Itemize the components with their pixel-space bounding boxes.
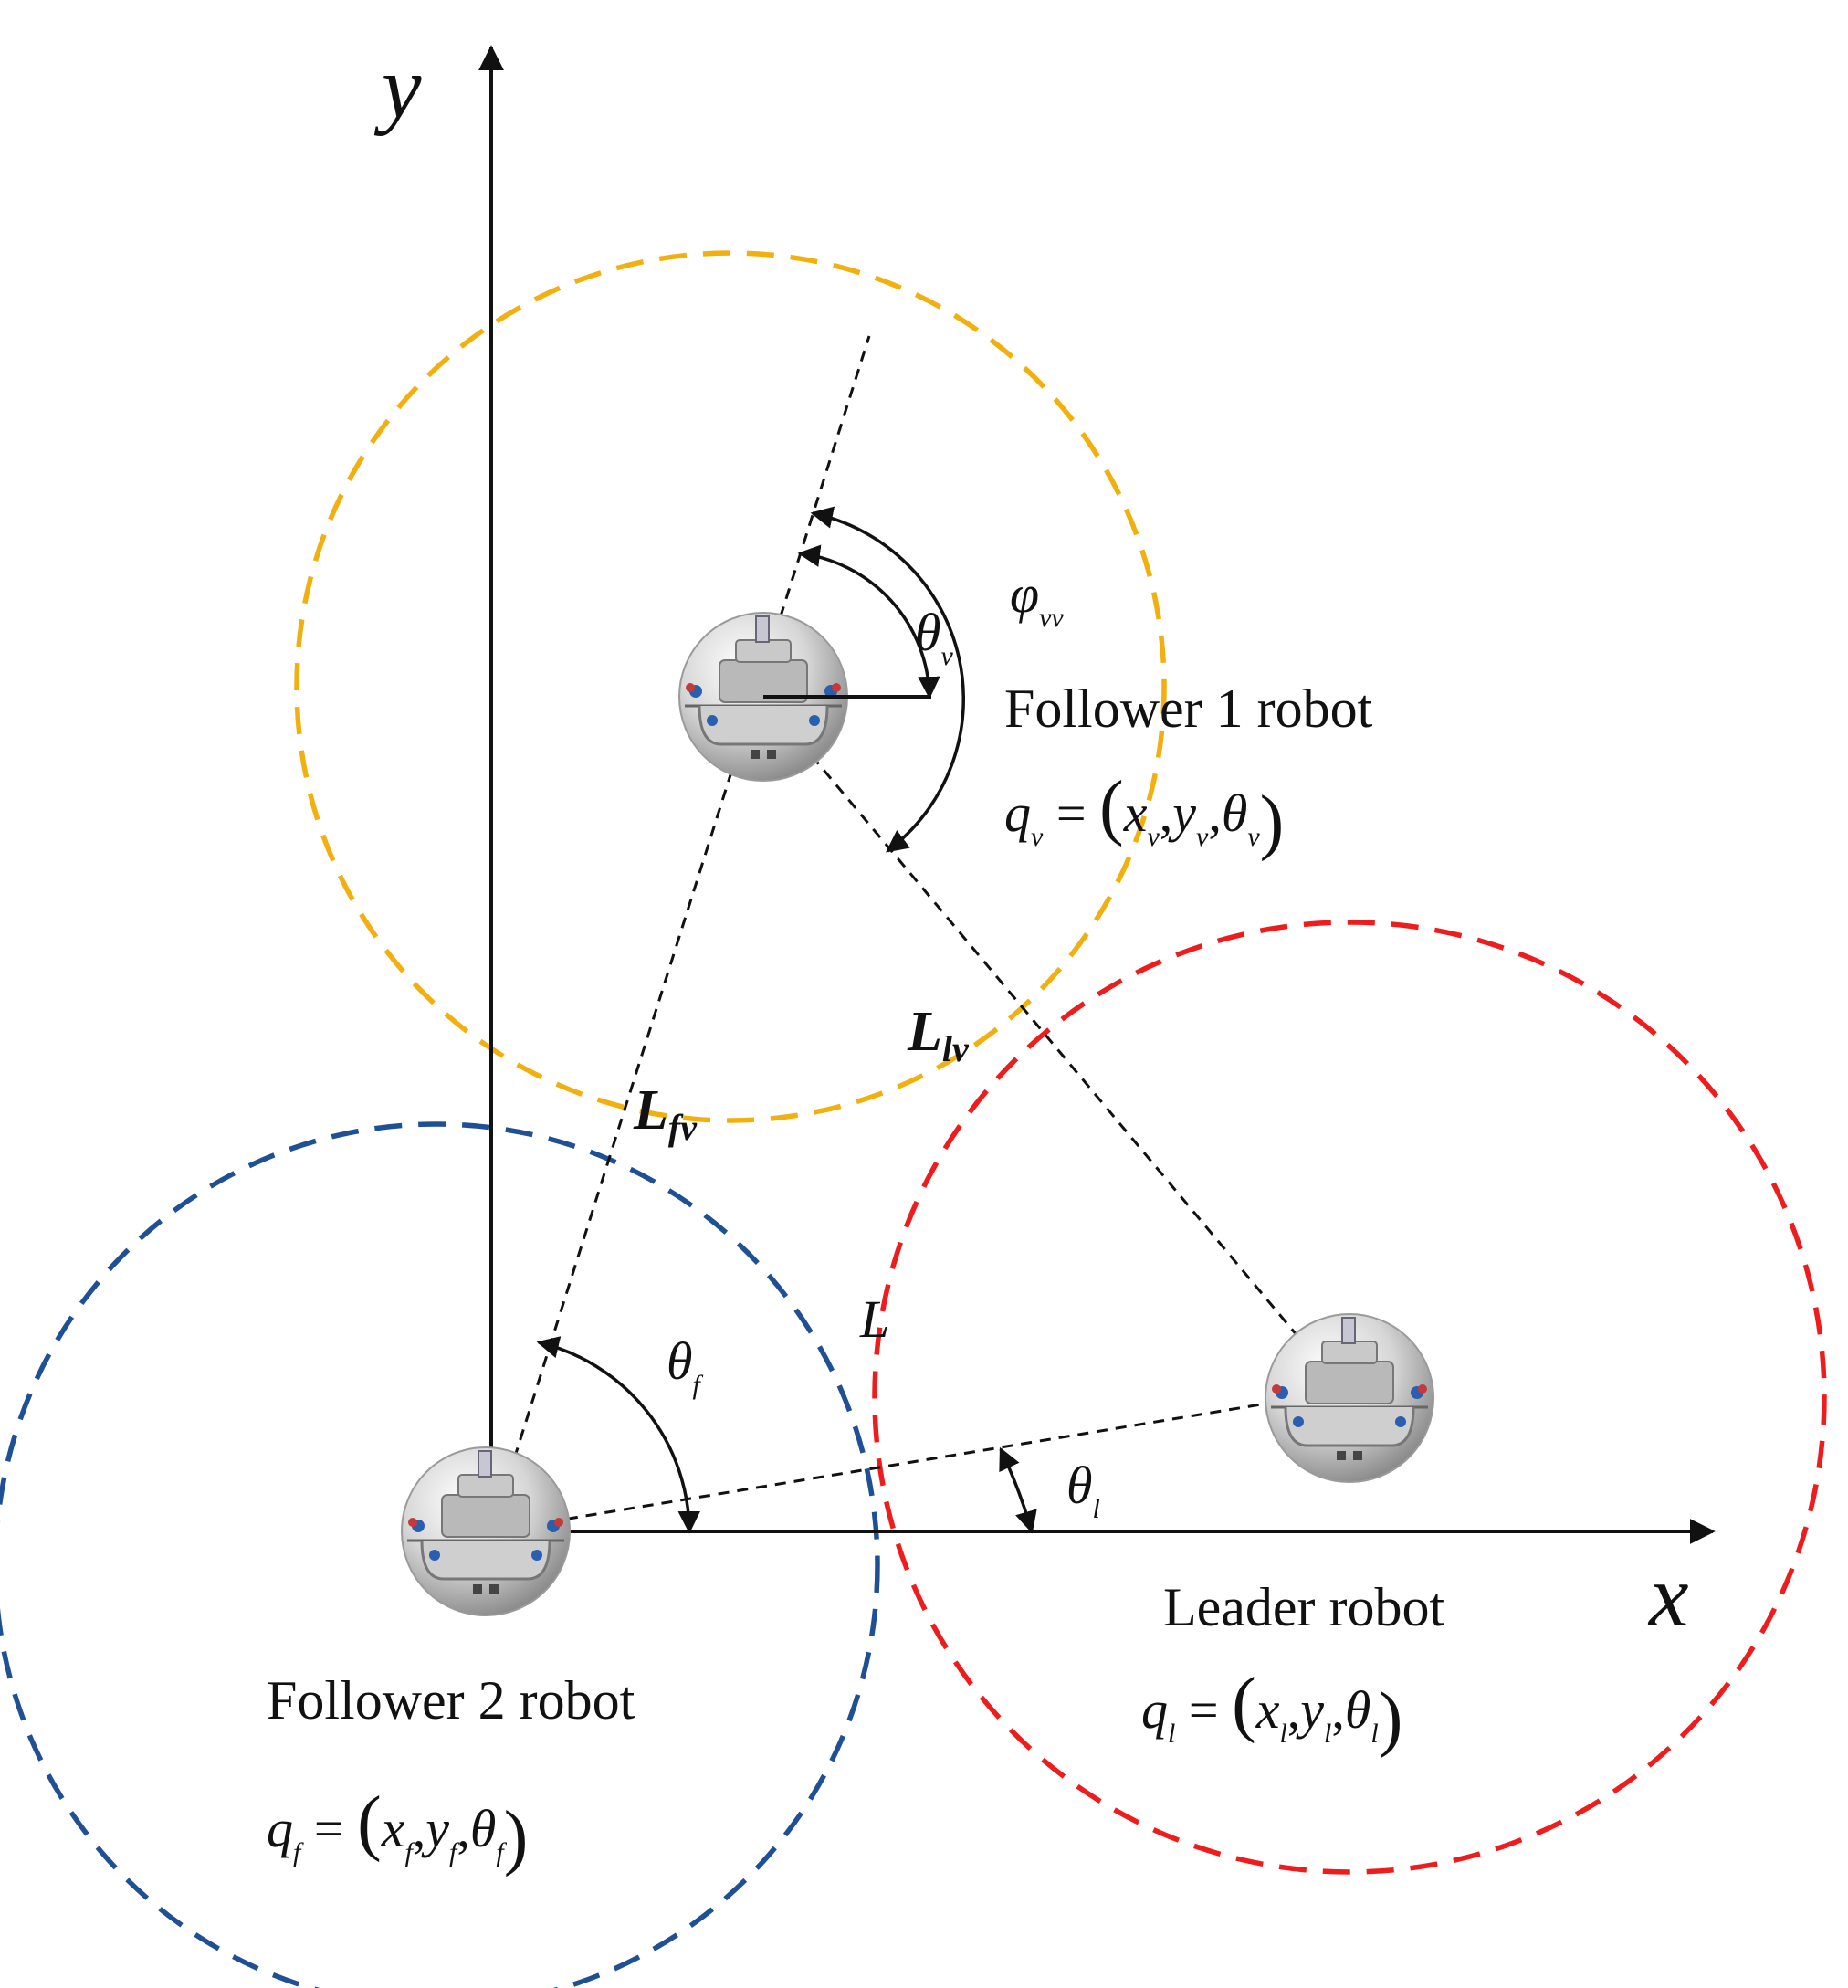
phi-vv-arc: [810, 506, 965, 853]
follower2-name: Follower 2 robot: [267, 1670, 635, 1730]
leader-state-equation: ql = (xl,yl,θl): [1141, 1664, 1402, 1759]
x-axis-label: x: [1647, 1547, 1689, 1646]
follower1-range-circle: [294, 250, 1167, 1123]
leader-range-circle: [872, 920, 1827, 1875]
follower1-state-equation: qv = (xv,yv,θv): [1004, 767, 1284, 862]
theta-f-label: θf: [667, 1331, 704, 1400]
follower2-range-circle: [0, 1121, 880, 1988]
y-axis-label: y: [373, 38, 422, 137]
L-lv-label: Llv: [907, 1001, 970, 1069]
L-fv-label: Lfv: [633, 1079, 698, 1148]
follower2-state-equation: qf = (xf,yf,θf): [267, 1783, 528, 1878]
theta-f-arc: [536, 1336, 701, 1534]
theta-l-label: θl: [1066, 1456, 1100, 1524]
follower1-name: Follower 1 robot: [1004, 678, 1373, 739]
theta-l-arc: [999, 1446, 1037, 1534]
leader-robot-icon: [1264, 1312, 1435, 1484]
state-equation-text: ql = (xl,yl,θl): [1141, 1664, 1402, 1759]
leader-name: Leader robot: [1163, 1577, 1445, 1637]
state-equation-text: qv = (xv,yv,θv): [1004, 767, 1284, 862]
follower2-robot-icon: [400, 1446, 572, 1617]
state-equation-text: qf = (xf,yf,θf): [267, 1783, 528, 1878]
line-follower2-to-follower1: [489, 335, 871, 1532]
phi-vv-label: φvv: [1010, 564, 1064, 633]
theta-v-label: θv: [915, 603, 954, 671]
line-follower2-to-leader: [490, 1388, 1350, 1533]
L-label: L: [859, 1289, 889, 1349]
